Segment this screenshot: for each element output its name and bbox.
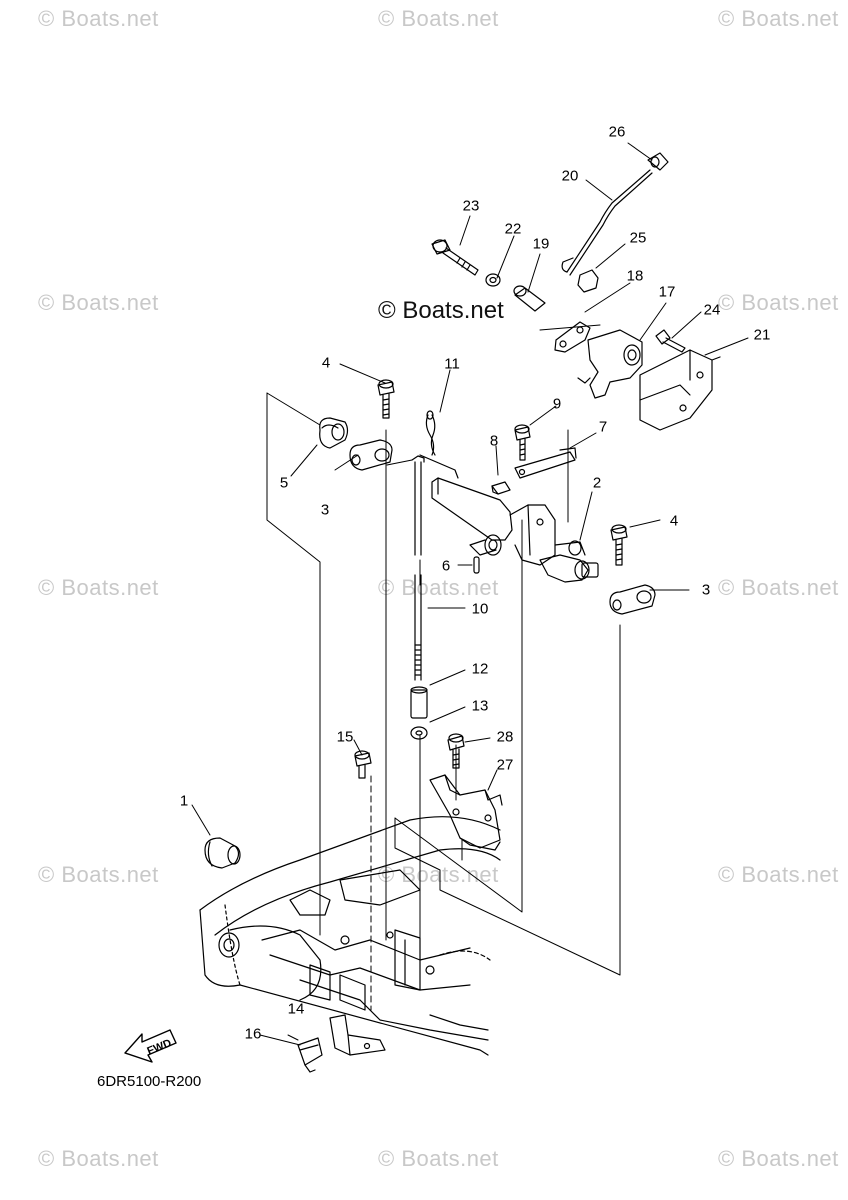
- callout-25[interactable]: 25: [629, 229, 647, 247]
- callout-18[interactable]: 18: [626, 267, 644, 285]
- part-26-rod-end: [647, 152, 669, 171]
- part-20-rod: [561, 169, 653, 276]
- callout-15[interactable]: 15: [336, 728, 354, 746]
- part-3-collar-left: [349, 439, 393, 471]
- part-15-bolt: [354, 750, 372, 779]
- part-13-nut: [410, 726, 428, 740]
- watermark: © Boats.net: [378, 1146, 499, 1171]
- watermark: © Boats.net: [718, 290, 839, 315]
- callout-21[interactable]: 21: [753, 326, 771, 344]
- part-11-cotter-pin: [425, 410, 436, 456]
- callout-1[interactable]: 1: [179, 792, 189, 810]
- callout-3b[interactable]: 3: [701, 581, 711, 599]
- callout-6[interactable]: 6: [441, 557, 451, 575]
- callout-8[interactable]: 8: [489, 432, 499, 450]
- callout-13[interactable]: 13: [471, 697, 489, 715]
- callout-4b[interactable]: 4: [669, 512, 679, 530]
- part-14-bracket: [329, 1014, 386, 1056]
- callout-10[interactable]: 10: [471, 600, 489, 618]
- callout-9[interactable]: 9: [552, 395, 562, 413]
- part-24-bolt: [655, 329, 686, 353]
- part-12-coupling: [410, 686, 428, 719]
- part-5-clip: [319, 417, 349, 449]
- watermark: © Boats.net: [378, 575, 499, 600]
- watermark: © Boats.net: [718, 862, 839, 887]
- callout-23[interactable]: 23: [462, 197, 480, 215]
- watermark: © Boats.net: [38, 575, 159, 600]
- part-4-bolt-left: [377, 379, 395, 419]
- part-21-bracket: [639, 349, 721, 431]
- part-19-collar: [513, 285, 546, 312]
- callout-4[interactable]: 4: [321, 354, 331, 372]
- callout-11[interactable]: 11: [444, 355, 460, 373]
- watermark: © Boats.net: [718, 575, 839, 600]
- watermark: © Boats.net: [38, 290, 159, 315]
- callout-28[interactable]: 28: [496, 728, 514, 746]
- part-3-collar-right: [609, 584, 656, 615]
- watermark: © Boats.net: [718, 6, 839, 31]
- part-9-bolt: [514, 424, 531, 461]
- watermark: © Boats.net: [378, 862, 499, 887]
- callout-leaders: [191, 142, 749, 1046]
- callout-20[interactable]: 20: [561, 167, 579, 185]
- part-10-shift-rod: [411, 454, 459, 681]
- callout-26[interactable]: 26: [608, 123, 626, 141]
- part-18-link: [554, 321, 591, 353]
- callout-27[interactable]: 27: [496, 756, 514, 774]
- part-4-bolt-right: [610, 524, 628, 566]
- watermark: © Boats.net: [38, 862, 159, 887]
- construction-lines: [266, 324, 621, 1011]
- part-16-clamp: [297, 1037, 323, 1073]
- part-17-lever: [577, 329, 643, 399]
- callout-16[interactable]: 16: [244, 1025, 262, 1043]
- part-7-plate: [514, 447, 577, 479]
- callout-24[interactable]: 24: [703, 301, 721, 319]
- center-watermark: © Boats.net: [378, 297, 504, 324]
- part-28-bolt: [447, 733, 465, 769]
- part-6-pin: [473, 556, 480, 574]
- part-2-shift-assembly: [431, 477, 599, 583]
- part-25-clip: [577, 269, 599, 293]
- callout-7[interactable]: 7: [598, 418, 608, 436]
- part-22-washer: [485, 273, 501, 287]
- lower-casing: [199, 816, 501, 1056]
- part-23-bolt: [431, 239, 479, 276]
- callout-2[interactable]: 2: [592, 474, 602, 492]
- watermark: © Boats.net: [38, 1146, 159, 1171]
- callout-3[interactable]: 3: [320, 501, 330, 519]
- part-27-bracket: [429, 774, 503, 851]
- callout-5[interactable]: 5: [279, 474, 289, 492]
- watermark: © Boats.net: [378, 6, 499, 31]
- fwd-arrow-icon: [124, 1029, 177, 1063]
- callout-14[interactable]: 14: [287, 1000, 305, 1018]
- callout-22[interactable]: 22: [504, 220, 522, 238]
- watermark: © Boats.net: [38, 6, 159, 31]
- callout-12[interactable]: 12: [471, 660, 489, 678]
- callout-17[interactable]: 17: [658, 283, 676, 301]
- part-1-grommet: [204, 837, 241, 869]
- fwd-label: FWD: [146, 1037, 174, 1058]
- watermark: © Boats.net: [718, 1146, 839, 1171]
- part-8-nut: [491, 481, 511, 495]
- callout-19[interactable]: 19: [532, 235, 550, 253]
- diagram-code: 6DR5100-R200: [97, 1073, 202, 1090]
